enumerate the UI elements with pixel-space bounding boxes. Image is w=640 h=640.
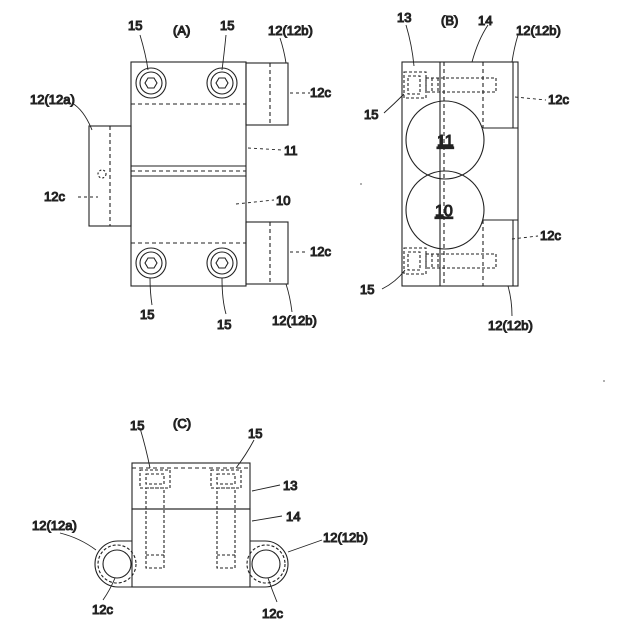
scan-specks — [360, 183, 605, 382]
view-c-label-bolt-left: 15 — [130, 418, 144, 433]
view-a-label-flange-left-sub: 12c — [44, 189, 65, 204]
view-c-leaders — [60, 428, 322, 602]
view-a-label-bolt-bottom-right: 15 — [217, 317, 231, 332]
view-b-label-bolt-top: 15 — [364, 107, 378, 122]
view-b-bolt-top — [404, 72, 496, 98]
view-b-label-circle-lower: 10 — [435, 203, 453, 220]
view-b-bolt-bottom — [404, 248, 496, 274]
view-a-bolt-bottom-left — [136, 248, 166, 278]
view-c-lower-block — [132, 509, 250, 587]
view-a-bolt-top-right — [207, 68, 237, 98]
view-a-flange-left — [89, 126, 131, 226]
view-c-flange-right — [247, 541, 288, 587]
view-b-label-part-14: 14 — [478, 13, 492, 28]
view-a-label-lower-half: 10 — [276, 193, 290, 208]
view-a-label-flange-bottom-right: 12(12b) — [272, 313, 317, 328]
view-b-label-circle-upper: 11 — [437, 133, 454, 150]
view-b-leaders — [382, 25, 546, 316]
view-a-label-bolt-top-left: 15 — [128, 18, 142, 33]
view-a-label-bolt-bottom-left: 15 — [140, 307, 154, 322]
view-a-label-flange-top-right-sub: 12c — [310, 85, 331, 100]
view-c-label-bolt-right: 15 — [248, 426, 262, 441]
view-c-bolt-left — [140, 470, 170, 568]
view-b-caption: (B) — [441, 13, 458, 28]
view-a-bolt-top-left — [136, 68, 166, 98]
view-a-bolt-bottom-right — [207, 248, 237, 278]
view-a-caption: (A) — [173, 23, 190, 38]
view-a-label-upper-half: 11 — [284, 143, 298, 158]
view-a-flange-top-right — [246, 63, 288, 125]
view-b-label-flange-top-sub: 12c — [548, 92, 569, 107]
view-c-label-flange-left: 12(12a) — [32, 518, 77, 533]
view-c-label-part-14: 14 — [286, 509, 300, 524]
view-c-label-hole-right: 12c — [262, 606, 283, 621]
view-c-flange-left — [95, 541, 136, 587]
view-b-label-flange-top: 12(12b) — [516, 23, 561, 38]
view-c-caption: (C) — [173, 416, 191, 431]
view-b-label-flange-bottom-sub: 12c — [540, 228, 561, 243]
view-b-label-flange-bottom: 12(12b) — [488, 318, 533, 333]
view-b-label-part-13: 13 — [397, 10, 411, 25]
view-a: (A) 15 15 12(12b) 12c 12(12a) 12c 11 10 … — [30, 18, 331, 332]
view-a-label-bolt-top-right: 15 — [220, 18, 234, 33]
view-a-label-flange-left: 12(12a) — [30, 92, 75, 107]
view-c-label-hole-left: 12c — [92, 602, 113, 617]
view-a-label-flange-top-right: 12(12b) — [268, 23, 313, 38]
view-c-label-flange-right: 12(12b) — [323, 530, 368, 545]
view-b: 13 (B) 14 12(12b) 12c 15 11 10 12c 15 12… — [360, 10, 569, 333]
view-c-bolt-right — [211, 470, 241, 568]
view-a-leaders — [72, 35, 310, 314]
view-a-flange-bottom-right — [246, 222, 288, 284]
view-c: 15 (C) 15 13 14 12(12a) 12(12b) 12c 12c — [32, 416, 368, 621]
view-c-label-part-13: 13 — [283, 478, 297, 493]
view-b-label-bolt-bottom: 15 — [360, 282, 374, 297]
view-a-label-flange-bottom-right-sub: 12c — [310, 244, 331, 259]
